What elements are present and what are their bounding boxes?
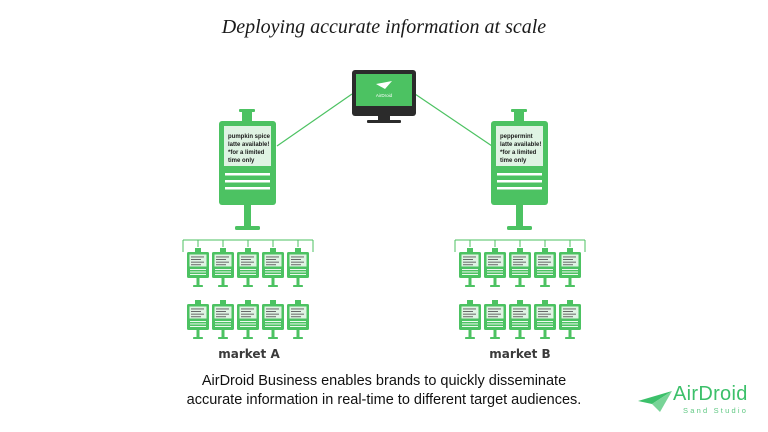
mini-sign-icon xyxy=(534,300,556,339)
sign-text-line: *for a limited xyxy=(500,150,537,156)
distribution-bracket-a xyxy=(182,239,314,252)
mini-sign-icon xyxy=(484,248,506,287)
distribution-bracket-b xyxy=(454,239,586,252)
mini-sign-icon xyxy=(459,300,481,339)
mini-sign-icon xyxy=(212,300,234,339)
logo-subtitle: Sand Studio xyxy=(683,406,749,415)
page-title: Deploying accurate information at scale xyxy=(221,16,547,38)
sign-text-line: pumpkin spice xyxy=(228,134,271,140)
mini-sign-icon xyxy=(509,248,531,287)
mini-sign-icon xyxy=(287,248,309,287)
mini-sign-icon xyxy=(509,300,531,339)
mini-sign-icon xyxy=(262,248,284,287)
mini-sign-icon xyxy=(187,248,209,287)
mini-sign-icon xyxy=(534,248,556,287)
mini-sign-icon xyxy=(212,248,234,287)
sign-text-line: *for a limited xyxy=(228,150,265,156)
connector-line-b xyxy=(414,93,493,147)
caption-line: AirDroid Business enables brands to quic… xyxy=(201,373,567,389)
sign-text-line: time only xyxy=(228,158,255,164)
caption-line: accurate information in real-time to dif… xyxy=(186,392,582,408)
mini-sign-icon xyxy=(237,300,259,339)
mini-sign-icon xyxy=(262,300,284,339)
sign-text-line: latte available! xyxy=(500,142,541,148)
paper-plane-icon xyxy=(638,391,672,412)
mini-sign-icon xyxy=(237,248,259,287)
airdroid-logo: AirDroid Sand Studio xyxy=(638,382,756,418)
desktop-monitor-icon: AirDroid xyxy=(352,70,416,123)
sign-text-line: time only xyxy=(500,158,527,164)
sign-text-line: peppermint xyxy=(500,134,533,140)
market-label-b: market B xyxy=(489,347,551,361)
digital-signage-icon: peppermint latte available! *for a limit… xyxy=(491,109,548,230)
logo-name: AirDroid xyxy=(673,383,748,405)
digital-signage-icon: pumpkin spice latte available! *for a li… xyxy=(219,109,276,230)
mini-sign-icon xyxy=(459,248,481,287)
mini-sign-icon xyxy=(484,300,506,339)
mini-sign-icon xyxy=(559,248,581,287)
mini-sign-icon xyxy=(559,300,581,339)
caption: AirDroid Business enables brands to quic… xyxy=(0,372,768,410)
connector-line-a xyxy=(276,93,353,147)
sign-text-line: latte available! xyxy=(228,142,269,148)
monitor-screen-text: AirDroid xyxy=(376,93,393,98)
market-label-a: market A xyxy=(218,347,280,361)
market-signs xyxy=(187,248,581,339)
mini-sign-icon xyxy=(287,300,309,339)
mini-sign-icon xyxy=(187,300,209,339)
connector-lines xyxy=(276,93,493,147)
